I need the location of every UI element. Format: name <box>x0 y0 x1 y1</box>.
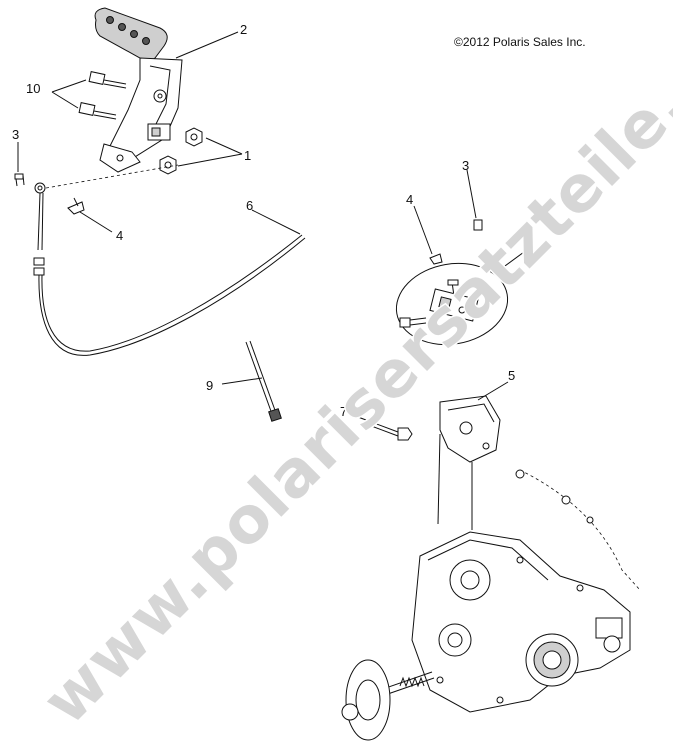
pin-3 <box>14 173 25 187</box>
brake-cable <box>33 164 306 356</box>
brake-lever-assembly <box>78 7 203 175</box>
adjuster-rod-9 <box>245 340 282 422</box>
copyright-text: ©2012 Polaris Sales Inc. <box>454 35 586 49</box>
callout-2: 2 <box>240 22 247 37</box>
pin-3-right <box>473 219 483 231</box>
transmission-assembly <box>341 469 641 741</box>
clip-4 <box>67 197 85 215</box>
callout-1: 1 <box>244 148 251 163</box>
callout-8: 8 <box>526 240 533 255</box>
callout-3-right: 3 <box>462 158 469 173</box>
switch-detail-8 <box>395 262 509 346</box>
callout-4-left: 4 <box>116 228 123 243</box>
nut-1 <box>159 127 203 175</box>
callout-7: 7 <box>340 404 347 419</box>
bolt-10 <box>78 71 127 120</box>
leader-lines <box>17 31 525 421</box>
clip-4-right <box>429 253 443 265</box>
callout-10: 10 <box>26 81 40 96</box>
callout-3-left: 3 <box>12 127 19 142</box>
callout-9: 9 <box>206 378 213 393</box>
callout-6: 6 <box>246 198 253 213</box>
callout-5: 5 <box>508 368 515 383</box>
mount-bracket-5 <box>437 395 501 530</box>
bolt-7 <box>365 419 413 441</box>
callout-4-right: 4 <box>406 192 413 207</box>
